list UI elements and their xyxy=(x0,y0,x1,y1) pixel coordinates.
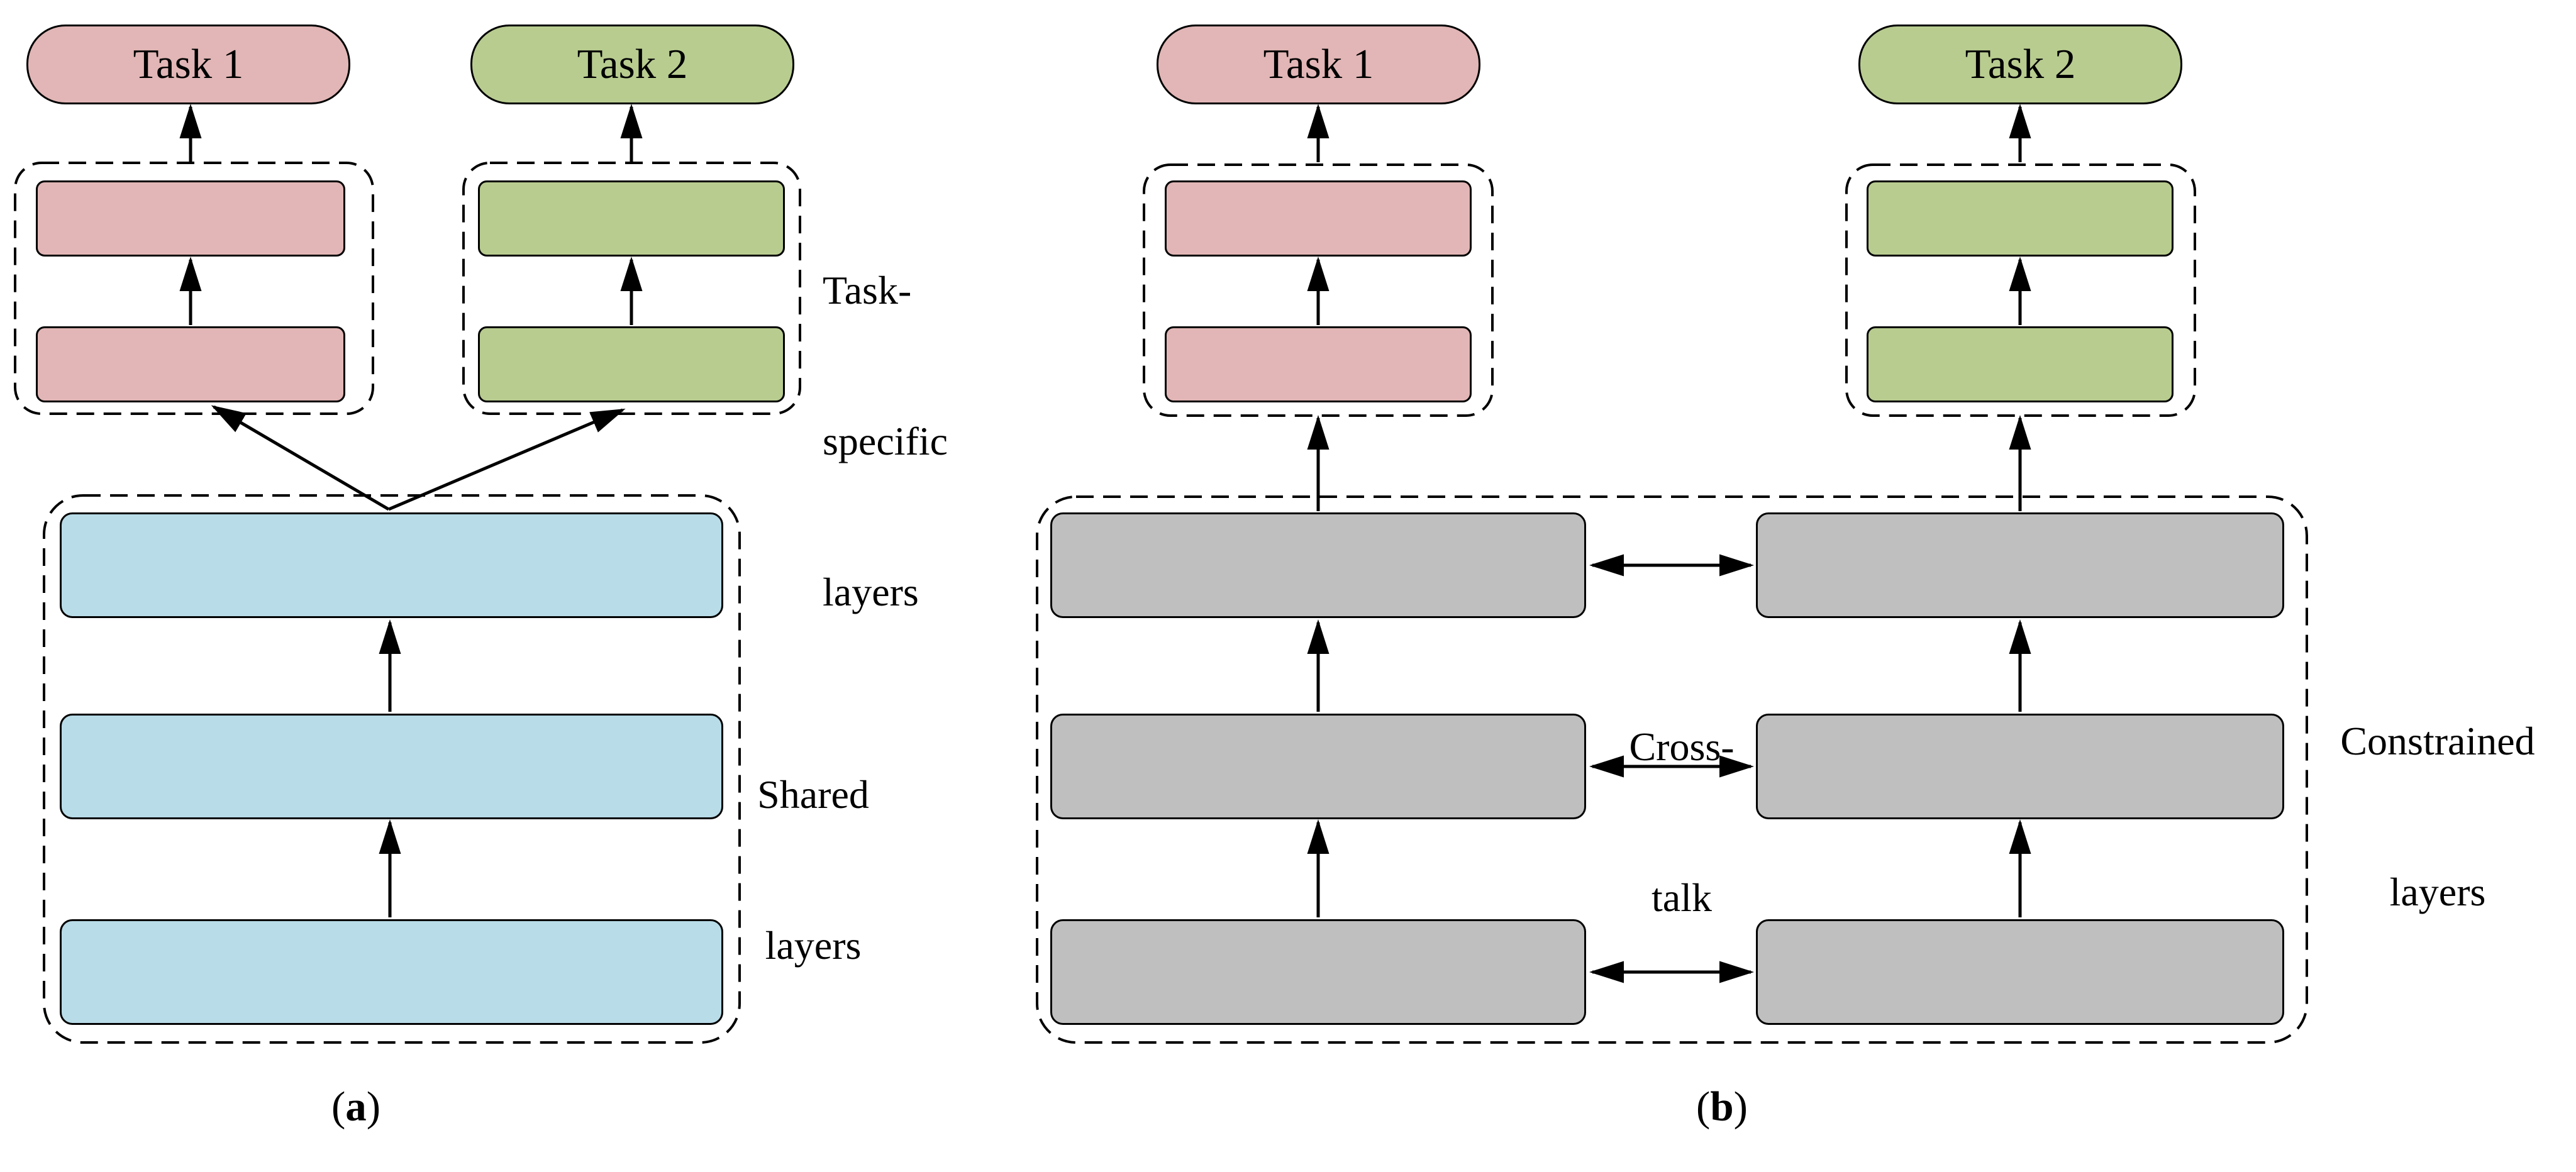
panel-b-task1-pill: Task 1 xyxy=(1157,25,1480,104)
panel-a-caption-open-paren: ( xyxy=(331,1083,346,1130)
cross-talk-label-line1: Cross- xyxy=(1629,724,1735,769)
panel-a-caption-letter: a xyxy=(345,1083,367,1130)
panel-b-task2-specific-layer-2 xyxy=(1867,326,2174,402)
shared-layers-label: Shared layers xyxy=(687,669,939,1071)
panel-b-constrained-group-box xyxy=(1036,495,2308,1044)
panel-b-task2-pill: Task 2 xyxy=(1858,25,2182,104)
panel-b-constrained-left-layer-1 xyxy=(1050,512,1586,618)
panel-a-shared-layer-1 xyxy=(60,512,723,618)
panel-a-caption-close-paren: ) xyxy=(366,1083,381,1130)
task-specific-layers-label: Task- specific layers xyxy=(823,165,948,718)
panel-b-task1-specific-layer-2 xyxy=(1165,326,1472,402)
panel-a-task2-specific-layer-2 xyxy=(478,326,785,402)
panel-a-task1-specific-group-box xyxy=(14,162,374,415)
task-specific-layers-label-line1: Task- xyxy=(823,268,912,312)
cross-talk-label: Cross- talk xyxy=(1556,621,1807,1024)
panel-b-task2-specific-layer-1 xyxy=(1867,180,2174,257)
panel-b-task1-specific-layer-1 xyxy=(1165,180,1472,257)
panel-a-task2-specific-layer-1 xyxy=(478,180,785,257)
panel-b-task2-specific-group-box xyxy=(1845,163,2196,417)
panel-a-task1-specific-layer-2 xyxy=(36,326,345,402)
panel-a-caption: (a) xyxy=(293,1083,419,1131)
panel-b-caption-letter: b xyxy=(1710,1083,1734,1130)
constrained-layers-label-line1: Constrained xyxy=(2340,719,2535,763)
shared-layers-label-line2: layers xyxy=(765,923,862,968)
constrained-layers-label-line2: layers xyxy=(2389,870,2486,914)
panel-b-caption: (b) xyxy=(1659,1083,1785,1131)
panel-b-task2-label: Task 2 xyxy=(1965,41,2076,87)
panel-a-shared-group-box xyxy=(43,494,741,1044)
panel-b-constrained-right-layer-2 xyxy=(1756,714,2284,819)
arrow-diagonal-a-shared-to-task2 xyxy=(388,408,626,511)
panel-a-task2-label: Task 2 xyxy=(577,41,688,87)
panel-b-constrained-right-layer-1 xyxy=(1756,512,2284,618)
panel-a-task2-pill: Task 2 xyxy=(470,25,794,104)
panel-b-constrained-left-layer-2 xyxy=(1050,714,1586,819)
panel-b-caption-close-paren: ) xyxy=(1733,1083,1748,1130)
panel-b-constrained-right-layer-3 xyxy=(1756,919,2284,1025)
panel-a-task1-pill: Task 1 xyxy=(26,25,350,104)
cross-talk-label-line2: talk xyxy=(1652,875,1712,920)
panel-a-task2-specific-group-box xyxy=(462,162,801,415)
panel-b-task1-label: Task 1 xyxy=(1263,41,1374,87)
panel-a-task1-label: Task 1 xyxy=(133,41,244,87)
arrow-diagonal-a-shared-to-task1 xyxy=(211,405,390,511)
task-specific-layers-label-line3: layers xyxy=(823,570,919,614)
panel-b-task1-specific-group-box xyxy=(1143,163,1494,417)
shared-layers-label-line1: Shared xyxy=(757,772,869,817)
constrained-layers-label: Constrained layers xyxy=(2280,616,2576,1018)
panel-b-caption-open-paren: ( xyxy=(1696,1083,1711,1130)
panel-a-task1-specific-layer-1 xyxy=(36,180,345,257)
panel-b-constrained-left-layer-3 xyxy=(1050,919,1586,1025)
panel-a-shared-layer-3 xyxy=(60,919,723,1025)
panel-a-shared-layer-2 xyxy=(60,714,723,819)
task-specific-layers-label-line2: specific xyxy=(823,419,948,463)
